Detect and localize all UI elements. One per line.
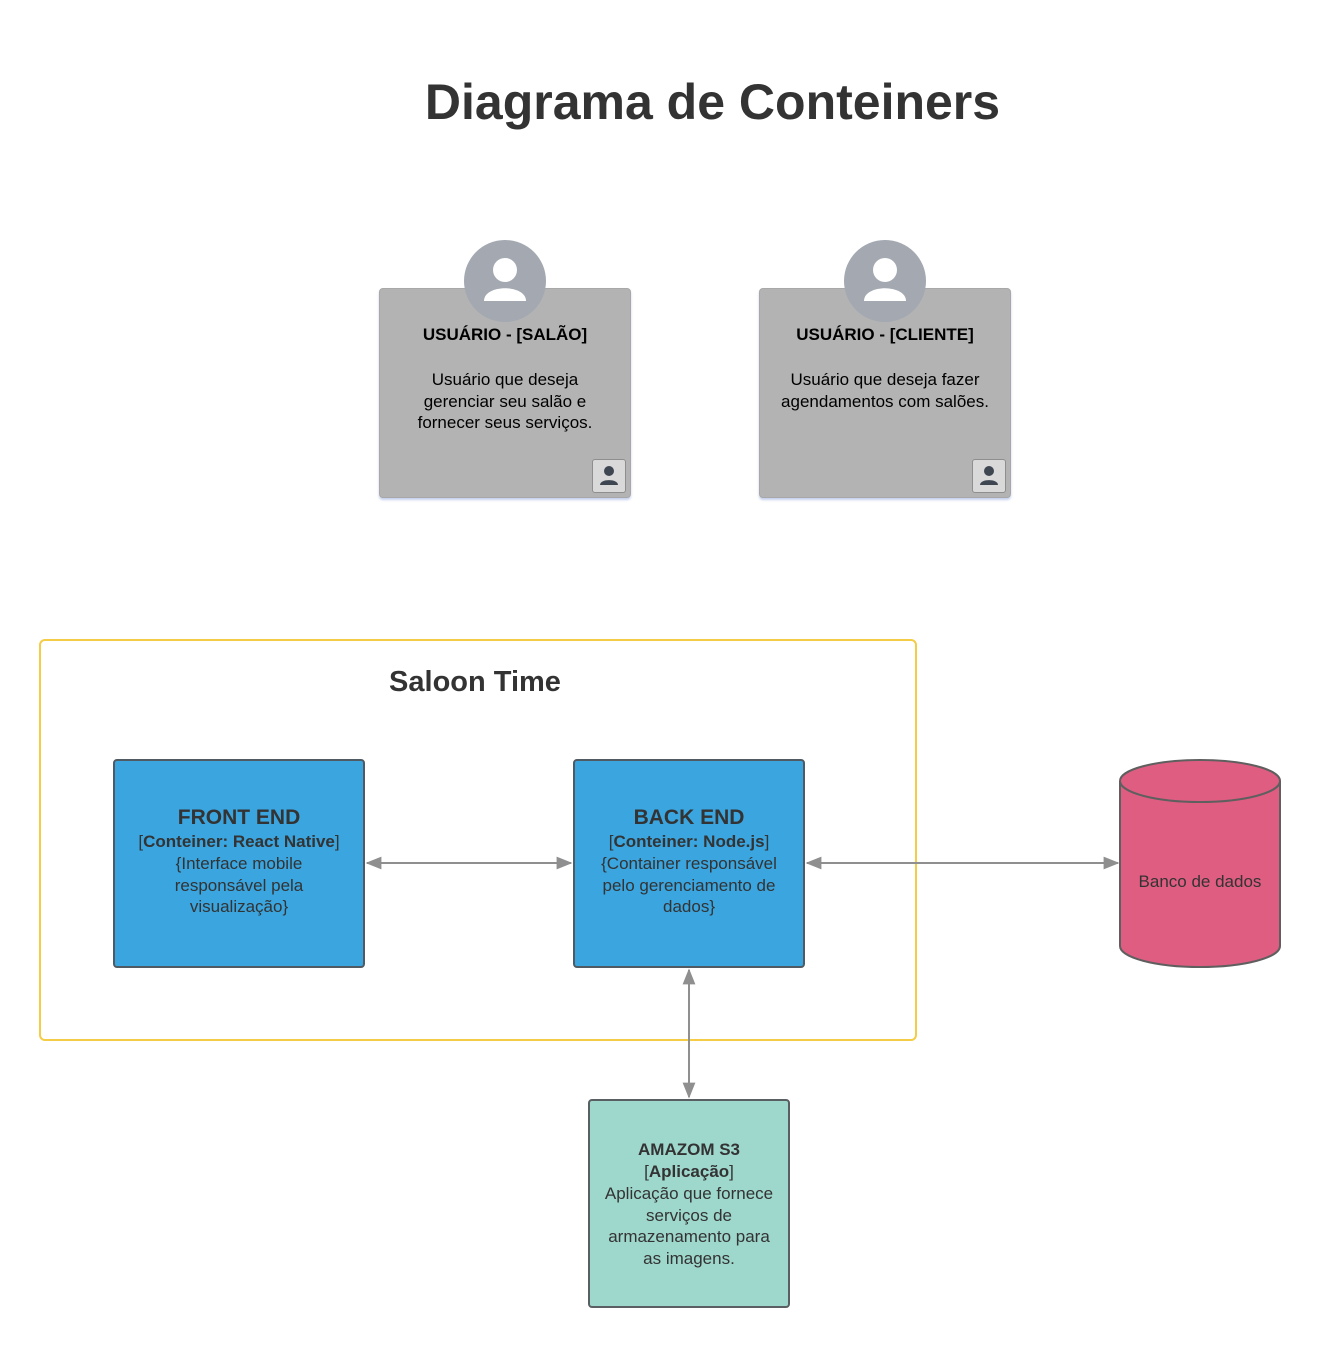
external-app-description: Aplicação que fornece serviços de armaze… xyxy=(604,1184,774,1268)
person-icon xyxy=(464,240,546,322)
person-card-salao[interactable]: USUÁRIO - [SALÃO] Usuário que deseja ger… xyxy=(379,288,631,498)
container-name: BACK END xyxy=(633,806,745,829)
container-tech: [Conteiner: React Native] xyxy=(138,832,340,851)
container-description: {Container responsável pelo gerenciament… xyxy=(601,854,777,916)
external-app-s3[interactable]: AMAZOM S3 [Aplicação] Aplicação que forn… xyxy=(588,1099,790,1308)
person-description: Usuário que deseja gerenciar seu salão e… xyxy=(417,370,593,432)
system-boundary[interactable] xyxy=(39,639,917,1041)
person-badge-icon xyxy=(972,459,1006,493)
container-front-end[interactable]: FRONT END [Conteiner: React Native] {Int… xyxy=(113,759,365,968)
boundary-title: Saloon Time xyxy=(389,666,561,698)
person-icon xyxy=(844,240,926,322)
container-name: FRONT END xyxy=(177,806,301,829)
database-label: Banco de dados xyxy=(1138,872,1262,891)
container-back-end[interactable]: BACK END [Conteiner: Node.js] {Container… xyxy=(573,759,805,968)
page-title: Diagrama de Conteiners xyxy=(424,74,1001,130)
person-description: Usuário que deseja fazer agendamentos co… xyxy=(781,370,989,411)
external-app-name: AMAZOM S3 xyxy=(638,1140,740,1159)
container-tech-label: Conteiner: React Native xyxy=(143,832,335,851)
external-app-tech-label: Aplicação xyxy=(648,1162,730,1181)
person-title: USUÁRIO - [CLIENTE] xyxy=(796,325,974,344)
container-tech-label: Conteiner: Node.js xyxy=(613,832,765,851)
person-badge-icon xyxy=(592,459,626,493)
person-title: USUÁRIO - [SALÃO] xyxy=(422,325,588,344)
external-app-tech: [Aplicação] xyxy=(644,1162,734,1181)
database-cylinder[interactable] xyxy=(1119,759,1281,968)
container-description: {Interface mobile responsável pela visua… xyxy=(174,854,304,916)
person-card-cliente[interactable]: USUÁRIO - [CLIENTE] Usuário que deseja f… xyxy=(759,288,1011,498)
container-tech: [Conteiner: Node.js] xyxy=(608,832,770,851)
